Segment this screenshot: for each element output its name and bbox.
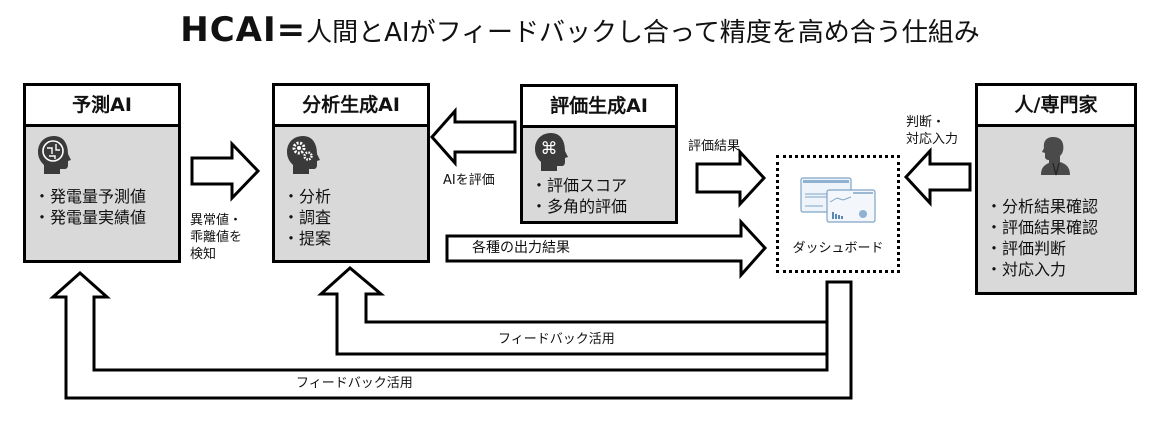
title-prefix: HCAI= <box>180 10 307 50</box>
arrow-evaluate-ai <box>429 107 517 167</box>
analysis-ai-list: 分析 調査 提案 <box>283 186 331 249</box>
title-text: 人間とAIがフィードバックし合って精度を高め合う仕組み <box>306 18 980 48</box>
evaluate-ai-label: AIを評価 <box>443 173 495 188</box>
page-title: HCAI=人間とAIがフィードバックし合って精度を高め合う仕組み <box>0 10 1160 50</box>
list-item: 分析結果確認 <box>986 196 1098 217</box>
judgement-label: 判断・ 対応入力 <box>906 114 958 148</box>
anomaly-label-line: 乖離値を <box>190 230 243 245</box>
outputs-label: 各種の出力結果 <box>472 240 570 256</box>
list-item: 提案 <box>283 228 331 249</box>
ai-brain-gears-icon <box>287 136 320 174</box>
eval-result-label: 評価結果 <box>688 139 741 154</box>
list-item: 多角的評価 <box>531 196 627 217</box>
arrow-feedback-inner <box>317 266 829 356</box>
evaluation-ai-list: 評価スコア 多角的評価 <box>531 175 627 217</box>
analysis-ai-title: 分析生成AI <box>275 86 427 127</box>
human-expert-list: 分析結果確認 評価結果確認 評価判断 対応入力 <box>986 196 1098 280</box>
ai-brain-command-icon: ⌘ <box>535 133 568 171</box>
analysis-ai-box: 分析生成AI 分析 調査 提案 <box>272 83 430 263</box>
anomaly-label-line: 検知 <box>190 247 217 262</box>
arrow-anomaly <box>190 140 261 202</box>
ai-brain-circuit-icon <box>38 136 71 174</box>
arrow-outputs <box>445 218 768 279</box>
svg-text:⌘: ⌘ <box>541 139 558 159</box>
list-item: 調査 <box>283 207 331 228</box>
human-expert-box: 人/専門家 分析結果確認 評価結果確認 評価判断 対応入力 <box>975 83 1137 295</box>
predict-ai-list: 発電量予測値 発電量実績値 <box>34 186 146 228</box>
list-item: 評価結果確認 <box>986 217 1098 238</box>
list-item: 評価スコア <box>531 175 627 196</box>
arrow-judgement <box>903 147 972 207</box>
person-silhouette-icon <box>1041 137 1070 176</box>
list-item: 対応入力 <box>986 259 1098 280</box>
list-item: 発電量予測値 <box>34 186 146 207</box>
evaluation-ai-title: 評価生成AI <box>523 87 675 128</box>
list-item: 分析 <box>283 186 331 207</box>
feedback-label-outer: フィードバック活用 <box>296 376 413 391</box>
arrow-eval-result <box>695 148 767 208</box>
feedback-label-inner: フィードバック活用 <box>498 332 615 347</box>
evaluation-ai-box: 評価生成AI ⌘ 評価スコア 多角的評価 <box>520 84 678 224</box>
anomaly-label-line: 異常値・ <box>190 213 243 228</box>
human-expert-title: 人/専門家 <box>978 86 1134 127</box>
predict-ai-title: 予測AI <box>26 86 178 127</box>
dashboard-icon <box>800 177 876 223</box>
dashboard-label: ダッシュボード <box>792 241 884 256</box>
list-item: 発電量実績値 <box>34 207 146 228</box>
dashboard-box: ダッシュボード <box>776 155 900 273</box>
judgement-label-line: 判断・ <box>906 115 946 130</box>
predict-ai-box: 予測AI 発電量予測値 発電量実績値 <box>23 83 181 263</box>
anomaly-label: 異常値・ 乖離値を 検知 <box>190 212 242 263</box>
judgement-label-line: 対応入力 <box>906 132 959 147</box>
list-item: 評価判断 <box>986 238 1098 259</box>
